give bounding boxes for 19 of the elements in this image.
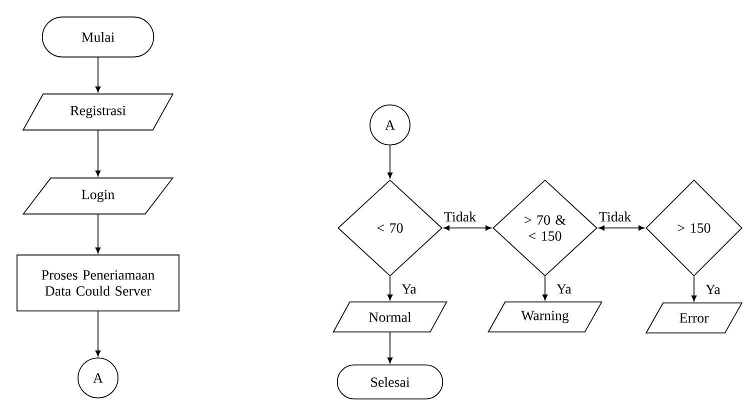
arrow [542,276,548,300]
arrow [691,276,697,302]
arrow [387,145,393,178]
arrow [95,310,101,356]
input-output-parallelogram: Normal [332,302,448,332]
arrow [95,130,101,176]
arrow [444,225,492,231]
arrow [95,56,101,92]
arrow [387,332,393,364]
process-box: Proses Peneriamaan Data Could Server [16,254,180,312]
edge-label: Ya [400,283,418,295]
input-output-parallelogram: Warning [488,302,602,332]
edge-label: Tidak [598,210,632,223]
edge-label: Ya [704,284,722,296]
edge-label: Ya [555,283,572,295]
arrow [95,214,101,254]
arrow [598,225,644,231]
edge-label: Tidak [442,210,478,223]
arrow [387,276,393,300]
